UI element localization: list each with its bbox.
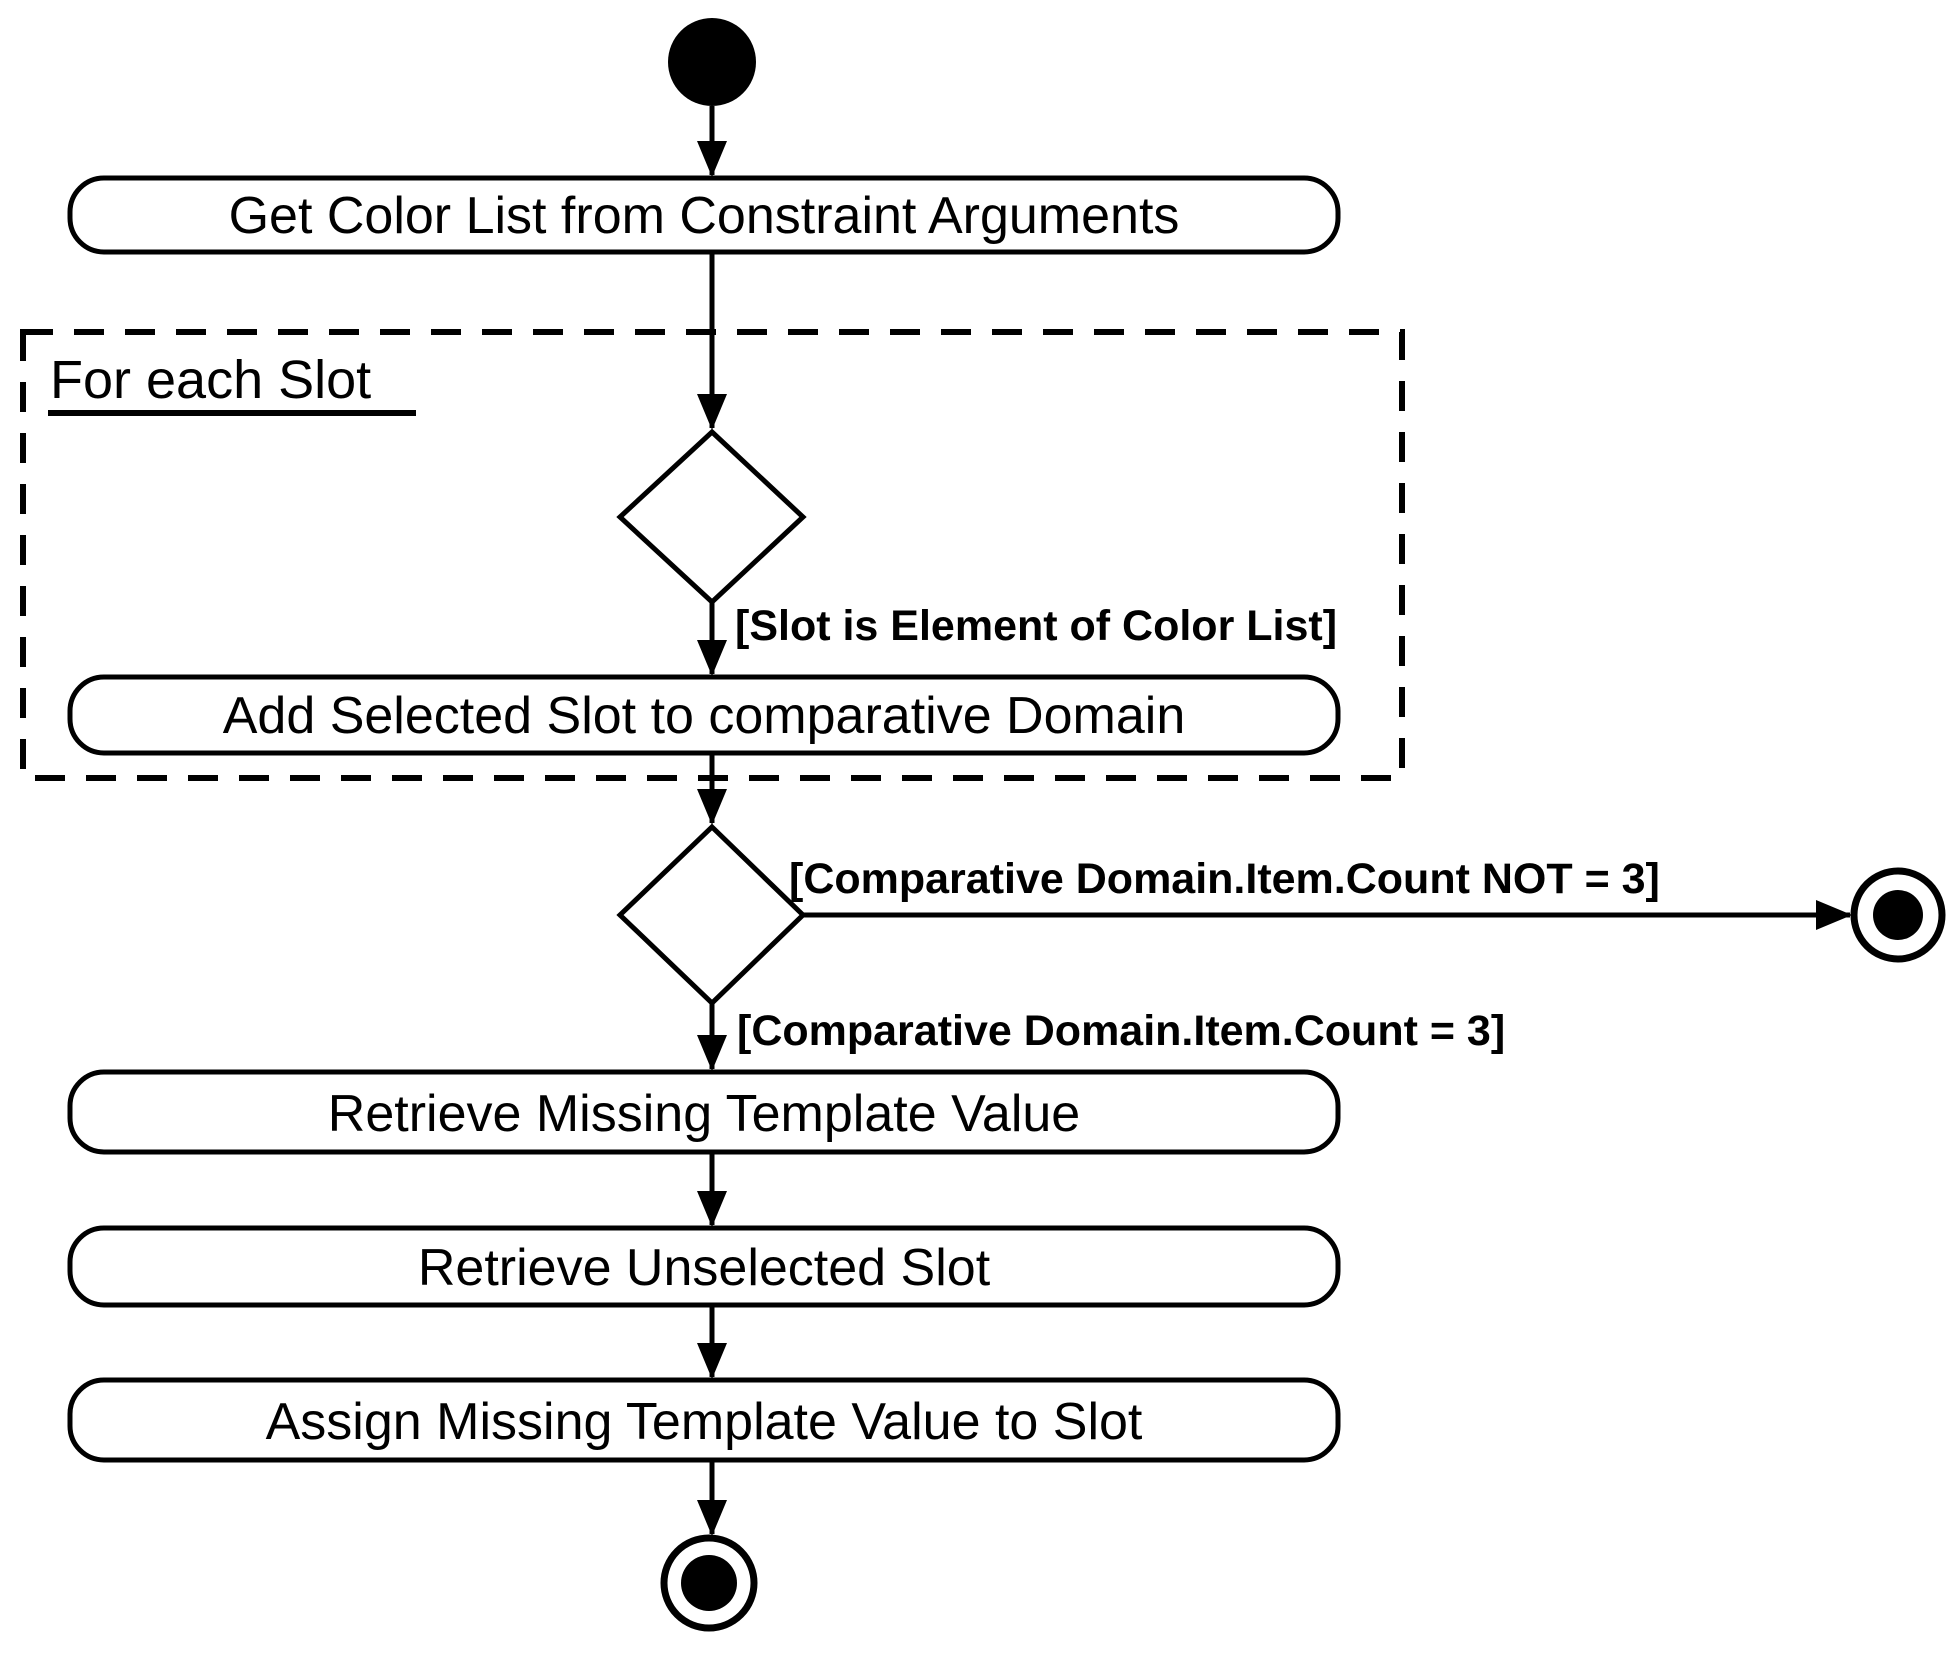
final-node-bottom <box>660 1534 758 1632</box>
guard-count-not-3: [Comparative Domain.Item.Count NOT = 3] <box>789 855 1660 903</box>
action-node-get-color-list <box>67 175 1341 255</box>
final-node-right <box>1850 867 1946 963</box>
action-label-get-color-list: Get Color List from Constraint Arguments <box>229 187 1180 245</box>
loop-region-label: For each Slot <box>50 350 371 410</box>
action-label-retrieve-missing-template-value: Retrieve Missing Template Value <box>328 1085 1080 1143</box>
action-node-assign-missing-template-value <box>67 1377 1341 1463</box>
action-node-retrieve-unselected-slot <box>67 1225 1341 1308</box>
decision-node-2 <box>616 823 807 1007</box>
final-node-right-core <box>1873 890 1923 940</box>
action-label-add-selected-slot: Add Selected Slot to comparative Domain <box>223 687 1186 745</box>
final-node-bottom-core <box>681 1555 737 1611</box>
action-label-retrieve-unselected-slot: Retrieve Unselected Slot <box>418 1239 991 1297</box>
initial-node <box>668 18 756 106</box>
action-label-assign-missing-template-value: Assign Missing Template Value to Slot <box>266 1393 1143 1451</box>
action-node-retrieve-missing-template-value <box>67 1069 1341 1155</box>
action-node-add-selected-slot <box>67 674 1341 756</box>
guard-count-equals-3: [Comparative Domain.Item.Count = 3] <box>737 1007 1505 1055</box>
guard-slot-in-color-list: [Slot is Element of Color List] <box>735 602 1337 650</box>
decision-node-1 <box>616 428 807 606</box>
